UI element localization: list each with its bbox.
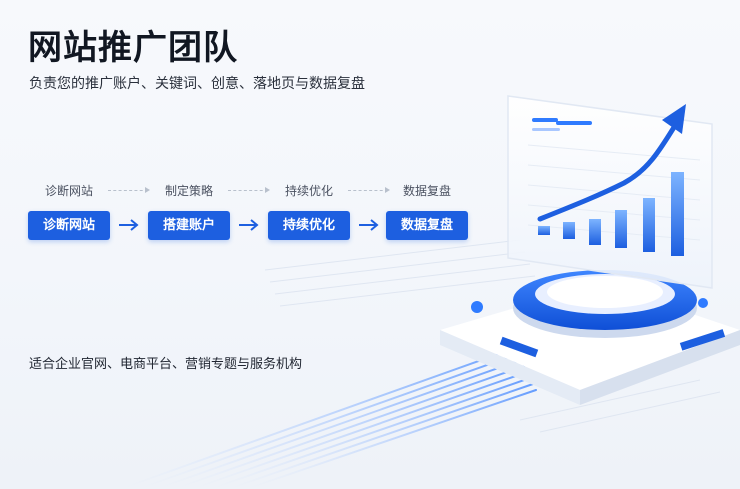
step-label-1: 诊断网站	[44, 184, 93, 198]
step-label-4: 数据复盘	[402, 184, 451, 198]
trend-arrow-icon	[537, 121, 679, 222]
dashed-arrow-1	[108, 187, 150, 193]
arrow-right-icon	[119, 219, 139, 231]
chart-panel	[507, 95, 713, 289]
step-button-optimize: 持续优化	[268, 211, 350, 240]
process-labels: 诊断网站 制定策略 持续优化 数据复盘	[28, 182, 468, 198]
step-label-2: 制定策略	[164, 184, 213, 198]
ring-platform	[513, 270, 697, 338]
dashed-arrow-3	[348, 187, 390, 193]
arrow-right-icon	[239, 219, 259, 231]
platform-base	[440, 283, 740, 405]
step-button-setup: 搭建账户	[148, 211, 230, 240]
target-audience-note: 适合企业官网、电商平台、营销专题与服务机构	[29, 357, 303, 372]
dashed-arrow-2	[228, 187, 270, 193]
step-label-3: 持续优化	[284, 184, 333, 198]
page-title: 网站推广团队	[28, 28, 238, 68]
step-button-review: 数据复盘	[386, 211, 468, 240]
floor-grid	[264, 239, 721, 433]
step-button-diagnose: 诊断网站	[28, 211, 110, 240]
bar-group	[538, 172, 684, 256]
page-subtitle: 负责您的推广账户、关键词、创意、落地页与数据复盘	[29, 76, 365, 92]
process-steps: 诊断网站 搭建账户 持续优化 数据复盘	[28, 211, 468, 241]
arrow-right-icon	[359, 219, 379, 231]
